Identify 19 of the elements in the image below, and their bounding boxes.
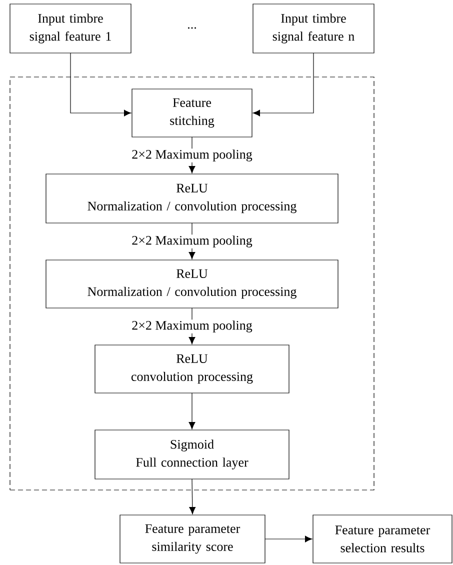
process-box: ReLU Normalization / convolution processing <box>46 260 338 308</box>
arrow <box>264 536 312 542</box>
ellipsis-label: ... <box>188 27 196 29</box>
process-box: ReLU Normalization / convolution processing <box>46 174 338 224</box>
arrow <box>189 478 196 514</box>
process-box: ReLU convolution processing <box>94 344 290 394</box>
process-box: Feature parameter selection results <box>312 514 452 564</box>
process-box: Input timbre signal feature 1 <box>10 4 132 54</box>
edge-label: 2×2 Maximum pooling <box>130 234 254 248</box>
arrow <box>252 52 314 116</box>
edge-label: 2×2 Maximum pooling <box>130 320 254 334</box>
arrow <box>188 392 196 430</box>
process-box: Sigmoid Full connection layer <box>94 430 290 480</box>
process-box: Feature stitching <box>132 88 252 138</box>
dashed-group-frame <box>10 76 374 490</box>
process-box: Feature parameter similarity score <box>120 514 266 564</box>
process-box: Input timbre signal feature n <box>252 4 374 54</box>
edge-label: 2×2 Maximum pooling <box>130 148 254 162</box>
arrow <box>70 52 132 116</box>
